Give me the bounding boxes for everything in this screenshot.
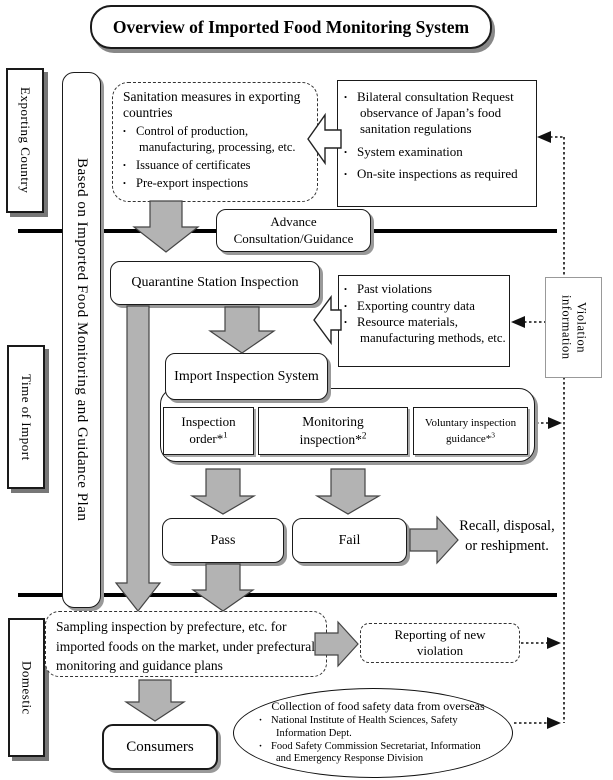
list-item: · Issuance of certificates [122,157,309,173]
overseas-data-heading: Collection of food safety data from over… [271,699,485,713]
bullet-dot: · [122,124,127,139]
pass-label: Pass [210,532,236,548]
sampling-inspection-label: Sampling inspection by prefecture, etc. … [56,619,316,674]
list-item: · National Institute of Health Sciences, … [258,715,496,741]
bullet-dot: · [343,298,348,313]
monitoring-inspection-box: Monitoring inspection*2 [258,407,408,455]
plan-banner-label: Based on Imported Food Monitoring and Gu… [74,158,90,522]
list-item: · Exporting country data [343,298,506,315]
overseas-item-2: Food Safety Commission Secretariat, Info… [271,740,481,765]
country-data-item-2: Exporting country data [357,298,475,313]
country-data-item-1: Past violations [357,282,433,296]
reporting-violation-label: Reporting of new violation [394,626,486,658]
inspection-order-label: Inspection order*1 [164,414,253,448]
violation-information-label: Violation information [559,295,589,360]
recall-text: Recall, disposal, or reshipment. [452,503,562,569]
consumers-label: Consumers [126,738,194,755]
arrow-sanitation-to-quarantine [132,200,200,253]
arrow-quarantine-to-sampling [114,305,162,612]
sanitation-measures-box: Sanitation measures in exporting countri… [112,82,318,202]
arrow-sampling-to-consumers [123,679,187,722]
import-inspection-system-box: Import Inspection System [165,353,328,400]
domestic-label: Domestic [19,660,35,715]
reporting-violation-box: Reporting of new violation [360,623,520,663]
list-item: · System examination [343,143,532,160]
bullet-dot: · [343,143,348,159]
sanitation-heading: Sanitation measures in exporting countri… [123,89,301,121]
arrow-to-pass [189,468,257,515]
arrow-to-fail [314,468,382,515]
arrow-countrydata-to-quarantine [313,294,342,346]
country-data-item-3: Resource materials, manufacturing method… [357,315,506,345]
sanitation-item-1: Control of production, manufacturing, pr… [136,124,296,154]
arrowhead-right-from-ellipse [547,717,561,729]
sampling-inspection-box: Sampling inspection by prefecture, etc. … [45,611,327,677]
stage-label-domestic: Domestic [8,618,45,757]
inspection-order-box: Inspection order*1 [163,407,254,455]
bullet-dot: · [122,176,127,191]
quarantine-inspection-box: Quarantine Station Inspection [110,261,320,305]
exporting-country-label: Exporting Country [18,87,33,194]
recall-label: Recall, disposal, or reshipment. [459,517,555,554]
inspection-order-footnote: 1 [223,429,228,440]
import-inspection-system-label: Import Inspection System [174,368,319,384]
list-item: · Pre-export inspections [122,176,309,191]
arrowhead-left-bilateral [537,131,551,143]
inspection-order-text: Inspection order* [181,414,236,446]
sanitation-item-3: Pre-export inspections [136,176,249,191]
voluntary-guidance-box: Voluntary inspection guidance*3 [413,407,528,455]
bilateral-item-1: Bilateral consultation Request observanc… [357,89,514,136]
plan-banner: Based on Imported Food Monitoring and Gu… [62,72,101,608]
country-data-box: · Past violations · Exporting country data… [338,275,510,367]
advance-consultation-box: Advance Consultation/Guidance [216,209,371,252]
page-title: Overview of Imported Food Monitoring Sys… [112,16,470,37]
quarantine-inspection-label: Quarantine Station Inspection [131,275,299,290]
list-item: · Food Safety Commission Secretariat, Inf… [258,740,496,767]
bullet-dot: · [343,282,348,296]
list-item: · On-site inspections as required [343,166,532,182]
arrowhead-right-from-inspection [548,417,562,429]
bullet-dot: · [343,166,348,182]
arrow-quarantine-to-iis [208,306,276,354]
arrowhead-right-from-reporting [547,637,561,649]
bilateral-item-3: On-site inspections as required [357,166,518,182]
list-item: · Bilateral consultation Request observan… [343,89,532,137]
voluntary-guidance-footnote: 3 [491,430,495,440]
violation-information-box: Violation information [545,277,602,378]
sanitation-item-2: Issuance of certificates [136,157,251,172]
voluntary-guidance-label: Voluntary inspection guidance*3 [418,415,523,448]
bilateral-consultation-box: · Bilateral consultation Request observan… [337,80,537,207]
fail-label: Fail [338,532,361,548]
fail-box: Fail [292,518,407,563]
bullet-dot: · [122,157,127,172]
bullet-dot: · [343,89,348,104]
monitoring-inspection-label: Monitoring inspection*2 [283,413,383,448]
bullet-dot: · [258,715,263,726]
arrow-fail-to-recall [409,515,459,565]
voluntary-guidance-text: Voluntary inspection guidance* [424,416,517,446]
pass-box: Pass [162,518,284,563]
monitoring-inspection-footnote: 2 [361,430,367,441]
bilateral-item-2: System examination [357,143,463,159]
monitoring-inspection-text: Monitoring inspection* [299,414,364,447]
arrowhead-left-country-data [511,316,525,328]
overseas-item-1: National Institute of Health Sciences, S… [271,715,458,739]
bullet-dot: · [343,315,348,330]
consumers-box: Consumers [102,724,218,770]
overseas-data-ellipse: Collection of food safety data from over… [233,688,513,778]
stage-label-time-of-import: Time of Import [7,345,45,489]
time-of-import-label: Time of Import [19,373,34,461]
title-box: Overview of Imported Food Monitoring Sys… [90,5,492,49]
list-item: · Past violations [343,282,506,298]
stage-label-exporting-country: Exporting Country [6,68,44,213]
bullet-dot: · [258,740,263,752]
arrow-pass-to-sampling [191,563,255,612]
list-item: · Resource materials, manufacturing metho… [343,315,506,346]
list-item: · Control of production, manufacturing, p… [122,124,309,155]
advance-consultation-label: Advance Consultation/Guidance [233,214,354,246]
